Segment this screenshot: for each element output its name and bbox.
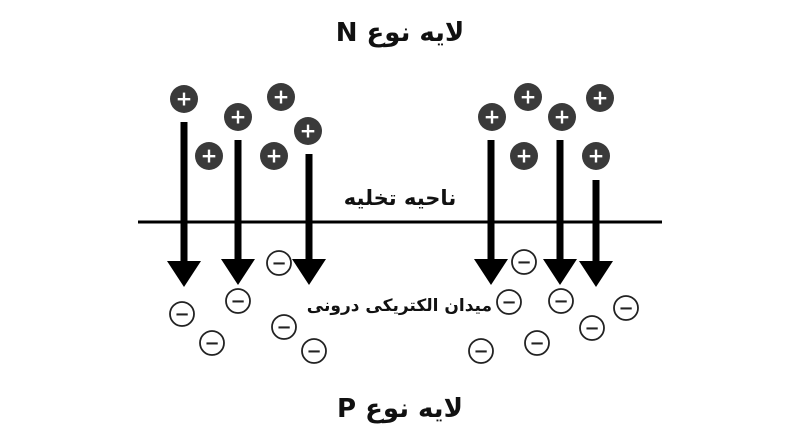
field-arrow (543, 140, 577, 285)
positive-ion: + (260, 142, 288, 170)
field-arrow (474, 140, 508, 285)
negative-ion: − (468, 338, 494, 364)
positive-sign: + (273, 85, 290, 109)
negative-ion: − (511, 249, 537, 275)
positive-ion: + (267, 83, 295, 111)
negative-sign: − (271, 253, 286, 274)
depletion-region-label: ناحیه تخلیه (343, 186, 457, 210)
negative-ion: − (301, 338, 327, 364)
negative-sign: − (204, 333, 219, 354)
positive-sign: + (520, 85, 537, 109)
negative-ion: − (548, 288, 574, 314)
internal-electric-field-label: میدان الکتریکی درونی (306, 296, 492, 316)
positive-sign: + (592, 86, 609, 110)
negative-sign: − (553, 291, 568, 312)
negative-ion: − (266, 250, 292, 276)
positive-ion: + (514, 83, 542, 111)
field-arrow (167, 122, 201, 287)
negative-ion: − (199, 330, 225, 356)
n-type-layer-label: لایه نوع N (335, 18, 465, 48)
positive-ion: + (195, 142, 223, 170)
negative-sign: − (618, 298, 633, 319)
positive-sign: + (516, 144, 533, 168)
field-arrow (292, 154, 326, 285)
positive-ion: + (548, 103, 576, 131)
positive-sign: + (300, 119, 317, 143)
negative-sign: − (516, 252, 531, 273)
positive-ion: + (582, 142, 610, 170)
negative-ion: − (225, 288, 251, 314)
positive-ion: + (478, 103, 506, 131)
positive-sign: + (230, 105, 247, 129)
positive-ion: + (586, 84, 614, 112)
positive-ions: + + + + + + + + + + + + (170, 83, 614, 170)
negative-ion: − (169, 301, 195, 327)
positive-ion: + (294, 117, 322, 145)
negative-ion: − (579, 315, 605, 341)
positive-sign: + (484, 105, 501, 129)
electric-field-arrows (167, 122, 613, 287)
negative-ion: − (613, 295, 639, 321)
negative-sign: − (529, 333, 544, 354)
field-arrow (221, 140, 255, 285)
positive-sign: + (588, 144, 605, 168)
negative-ion: − (271, 314, 297, 340)
positive-sign: + (176, 87, 193, 111)
negative-sign: − (174, 304, 189, 325)
positive-sign: + (554, 105, 571, 129)
negative-sign: − (276, 317, 291, 338)
negative-sign: − (306, 341, 321, 362)
negative-sign: − (230, 291, 245, 312)
negative-ion: − (496, 289, 522, 315)
positive-ion: + (170, 85, 198, 113)
positive-sign: + (266, 144, 283, 168)
negative-ions: −−−−−−−−−−−−− (169, 249, 639, 364)
positive-ion: + (224, 103, 252, 131)
positive-ion: + (510, 142, 538, 170)
negative-ion: − (524, 330, 550, 356)
negative-sign: − (501, 292, 516, 313)
positive-sign: + (201, 144, 218, 168)
negative-sign: − (584, 318, 599, 339)
negative-sign: − (473, 341, 488, 362)
p-type-layer-label: لایه نوع P (337, 394, 463, 424)
